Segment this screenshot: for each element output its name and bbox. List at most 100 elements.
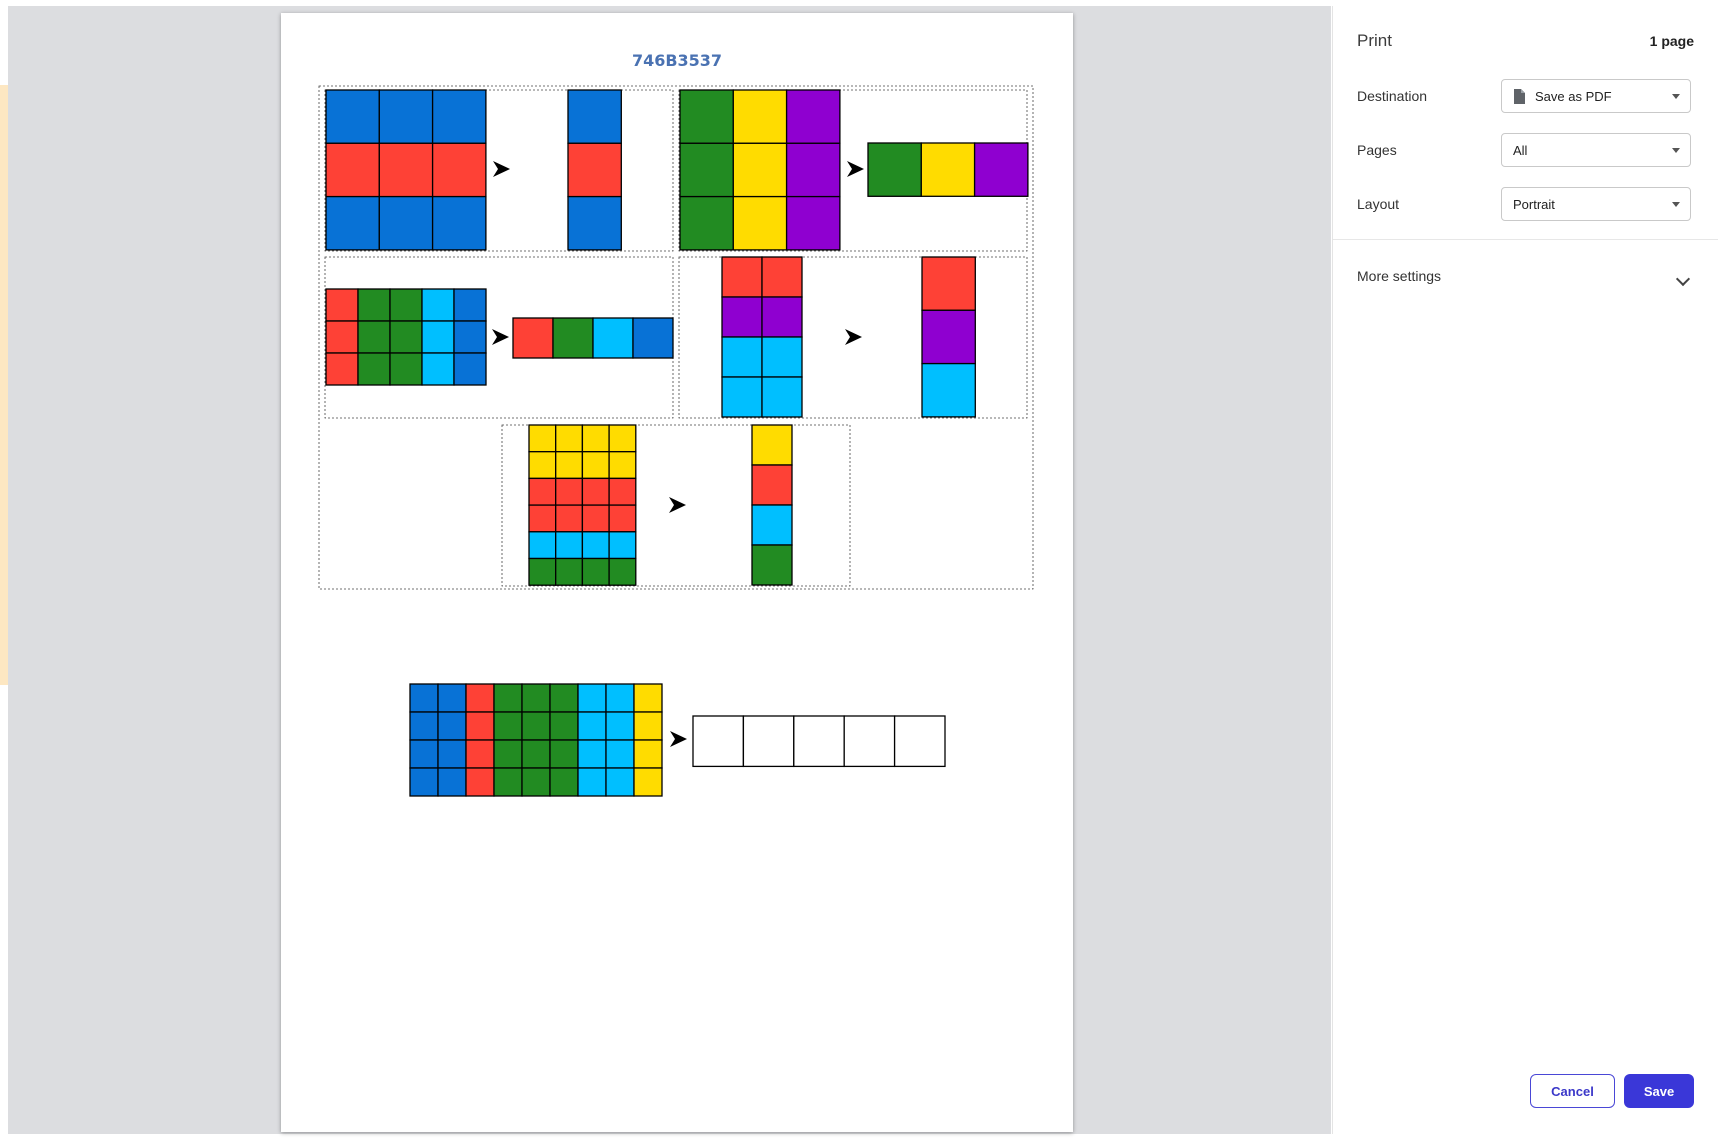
grid-cell xyxy=(581,557,610,586)
grid-cell xyxy=(633,739,663,769)
grid-cell xyxy=(493,739,523,769)
arrow-icon xyxy=(670,731,687,747)
grid-cell xyxy=(761,296,803,338)
layout-label: Layout xyxy=(1357,196,1400,212)
grid-cell xyxy=(742,715,795,768)
example-output-grid xyxy=(567,89,622,251)
grid-cell xyxy=(549,683,579,713)
grid-cell xyxy=(577,739,607,769)
grid-cell xyxy=(325,195,380,251)
layout-value: Portrait xyxy=(1513,196,1555,212)
grid-cell xyxy=(552,317,594,359)
grid-cell xyxy=(437,739,467,769)
grid-cell xyxy=(843,715,896,768)
save-button[interactable]: Save xyxy=(1624,1074,1694,1108)
grid-cell xyxy=(549,739,579,769)
grid-cell xyxy=(421,288,455,322)
example-output-grid xyxy=(921,256,976,418)
grid-cell xyxy=(389,288,423,322)
arrow-icon xyxy=(845,329,862,345)
grid-cell xyxy=(325,142,380,198)
grid-cell xyxy=(732,195,788,251)
example-output-grid xyxy=(512,317,674,359)
grid-cell xyxy=(577,767,607,797)
grid-cell xyxy=(592,317,634,359)
grid-cell xyxy=(785,142,841,198)
grid-cell xyxy=(528,504,557,533)
grid-cell xyxy=(437,711,467,741)
grid-cell xyxy=(732,89,788,144)
grid-cell xyxy=(465,711,495,741)
grid-cell xyxy=(555,477,584,506)
grid-cell xyxy=(421,320,455,354)
grid-cell xyxy=(732,142,788,198)
example-box xyxy=(318,85,1034,590)
grid-cell xyxy=(453,320,487,354)
grid-cell xyxy=(581,477,610,506)
grid-cell xyxy=(608,424,637,453)
print-preview-area[interactable]: 746B3537 xyxy=(8,6,1331,1134)
grid-cell xyxy=(431,195,487,251)
grid-cell xyxy=(633,767,663,797)
cancel-button[interactable]: Cancel xyxy=(1530,1074,1615,1108)
example-box xyxy=(678,256,1028,419)
grid-cell xyxy=(785,89,841,144)
grid-cell xyxy=(581,451,610,480)
grid-cell xyxy=(921,362,976,418)
grid-cell xyxy=(761,256,803,298)
grid-cell xyxy=(567,142,622,198)
grid-cell xyxy=(973,142,1029,197)
example-input-grid xyxy=(679,89,841,251)
grid-cell xyxy=(465,739,495,769)
preview-page: 746B3537 xyxy=(281,13,1073,1132)
panel-title: Print xyxy=(1357,31,1392,50)
grid-cell xyxy=(325,89,380,144)
arrow-icon xyxy=(669,497,686,513)
grid-cell xyxy=(389,352,423,386)
grid-cell xyxy=(325,320,359,354)
example-box xyxy=(324,89,674,252)
grid-cell xyxy=(721,296,763,338)
destination-value: Save as PDF xyxy=(1535,88,1612,104)
chevron-down-icon[interactable] xyxy=(1675,271,1691,287)
grid-cell xyxy=(528,557,557,586)
grid-cell xyxy=(431,89,487,144)
grid-cell xyxy=(431,142,487,198)
grid-cell xyxy=(721,256,763,298)
example-input-grid xyxy=(325,89,487,251)
grid-cell xyxy=(893,715,946,768)
grid-cell xyxy=(608,531,637,560)
example-input-grid xyxy=(325,288,487,386)
grid-cell xyxy=(761,336,803,378)
grid-cell xyxy=(751,544,793,586)
grid-cell xyxy=(555,424,584,453)
print-settings-panel: Print 1 page Destination Save as PDF Pag… xyxy=(1332,6,1718,1134)
grid-cell xyxy=(521,767,551,797)
chevron-down-icon xyxy=(1672,94,1680,99)
grid-cell xyxy=(721,376,763,418)
destination-select[interactable]: Save as PDF xyxy=(1501,79,1691,113)
grid-cell xyxy=(608,477,637,506)
grid-cell xyxy=(751,464,793,506)
chevron-down-icon xyxy=(1672,202,1680,207)
chevron-down-icon xyxy=(1672,148,1680,153)
grid-cell xyxy=(465,683,495,713)
grid-cell xyxy=(555,504,584,533)
divider xyxy=(1333,239,1718,240)
document-icon xyxy=(1514,88,1525,104)
grid-cell xyxy=(577,683,607,713)
grid-cell xyxy=(465,767,495,797)
grid-cell xyxy=(357,320,391,354)
grid-cell xyxy=(493,711,523,741)
grid-cell xyxy=(549,767,579,797)
grid-cell xyxy=(389,320,423,354)
pages-select[interactable]: All xyxy=(1501,133,1691,167)
grid-cell xyxy=(921,256,976,311)
pages-value: All xyxy=(1513,142,1528,158)
grid-cell xyxy=(751,424,793,466)
layout-select[interactable]: Portrait xyxy=(1501,187,1691,221)
grid-cell xyxy=(528,531,557,560)
grid-cell xyxy=(920,142,976,197)
grid-cell xyxy=(549,711,579,741)
more-settings-toggle[interactable]: More settings xyxy=(1357,268,1442,284)
